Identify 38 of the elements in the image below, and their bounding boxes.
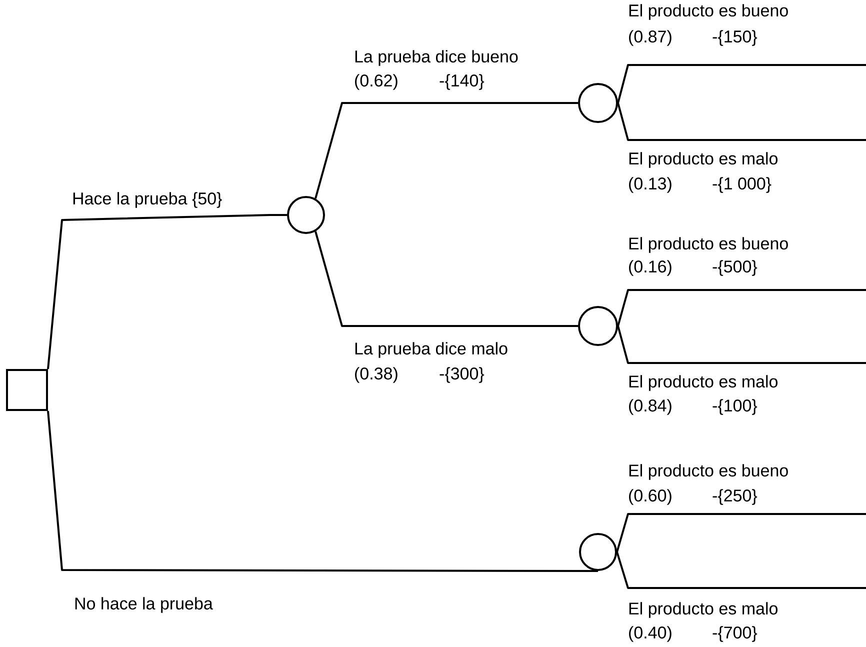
- branch-value: -{150}: [712, 30, 758, 46]
- branch-value: -{100}: [712, 399, 758, 415]
- branch-line: [616, 552, 866, 589]
- chance-circle: [287, 196, 325, 234]
- branch-value: (0.38): [355, 367, 398, 383]
- branch-label: El producto es malo: [629, 152, 778, 168]
- branch-value: -{700}: [712, 626, 758, 642]
- branch-line: [617, 102, 866, 141]
- branch-value: (0.84): [629, 399, 672, 415]
- branch-line: [47, 214, 287, 370]
- chance-circle: [579, 533, 617, 571]
- branch-label: Hace la prueba {50}: [73, 192, 222, 208]
- branch-value: -{250}: [712, 489, 758, 505]
- branch-value: -{140}: [440, 74, 484, 90]
- branch-label: El producto es bueno: [629, 464, 788, 480]
- branch-value: -{1 000}: [712, 177, 772, 193]
- branch-line: [617, 64, 866, 104]
- branch-label: No hace la prueba: [75, 597, 213, 613]
- branch-line: [314, 102, 578, 199]
- branch-line: [617, 326, 866, 364]
- branch-line: [617, 289, 866, 326]
- chance-circle: [578, 83, 618, 123]
- branch-value: (0.62): [355, 74, 398, 90]
- branch-label: El producto es malo: [629, 602, 778, 618]
- branch-line: [314, 231, 578, 327]
- branch-value: (0.40): [629, 626, 672, 642]
- branch-label: El producto es malo: [629, 375, 778, 391]
- branch-label: El producto es bueno: [629, 237, 788, 253]
- branch-label: El producto es bueno: [629, 4, 788, 20]
- branch-line: [47, 410, 598, 572]
- branch-value: -{500}: [712, 260, 758, 276]
- branch-label: La prueba dice malo: [355, 342, 508, 358]
- decision-square: [6, 369, 48, 411]
- branch-label: La prueba dice bueno: [355, 50, 518, 66]
- branch-line: [616, 513, 866, 552]
- branch-value: -{300}: [440, 367, 484, 383]
- branch-value: (0.13): [629, 177, 672, 193]
- chance-circle: [578, 306, 618, 346]
